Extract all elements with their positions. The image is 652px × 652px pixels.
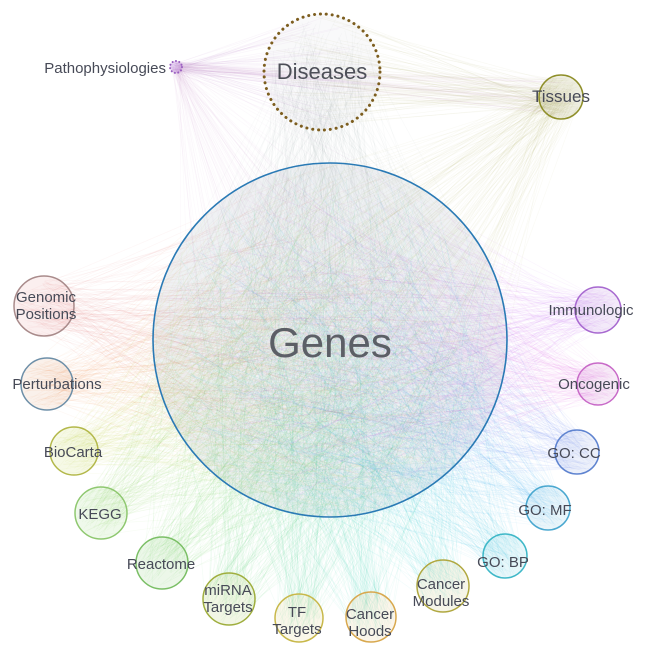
label-mirna_targets-line1: miRNA <box>204 582 252 599</box>
node-genomic_positions[interactable] <box>13 275 75 337</box>
node-mirna_targets[interactable] <box>202 572 256 626</box>
edge-bundle-genomic_positions-genes <box>16 165 503 508</box>
label-genomic_positions-line2: Positions <box>16 306 77 323</box>
label-cancer_hoods-line1: Cancer <box>346 606 394 623</box>
node-pathophysiologies[interactable] <box>169 60 183 74</box>
label-oncogenic: Oncogenic <box>558 376 630 393</box>
label-cancer_modules-line2: Modules <box>413 593 470 610</box>
node-diseases[interactable] <box>262 12 382 132</box>
node-cancer_modules[interactable] <box>416 559 470 613</box>
node-tissues[interactable] <box>538 74 584 120</box>
genes-circle-fill <box>153 163 507 517</box>
label-go_bp: GO: BP <box>477 554 529 571</box>
node-oncogenic[interactable] <box>576 362 620 406</box>
edge-bundle-tissues-genes <box>163 77 579 507</box>
edge-bundle-tf_targets-genes <box>156 172 507 638</box>
edge-bundle-biocarta-genes <box>52 166 486 509</box>
label-perturbations: Perturbations <box>12 376 101 393</box>
label-pathophysiologies: Pathophysiologies <box>44 60 166 77</box>
edge-bundle-tissues-diseases <box>270 14 579 125</box>
label-genes: Genes <box>268 319 392 366</box>
node-reactome[interactable] <box>135 536 189 590</box>
label-go_cc: GO: CC <box>547 445 601 462</box>
label-tf_targets-line2: Targets <box>272 621 321 638</box>
node-cancer_hoods[interactable] <box>345 591 397 643</box>
edge-bundle-cancer_modules-genes <box>153 176 487 609</box>
edge-bundle-cancer_hoods-genes <box>154 170 503 640</box>
edge-bundle-diseases-genes <box>162 18 504 518</box>
edge-bundle-reactome-genes <box>137 171 502 586</box>
node-immunologic[interactable] <box>574 286 622 334</box>
edge-bundle-go_cc-genes <box>158 168 595 494</box>
node-go_mf[interactable] <box>525 485 571 531</box>
node-perturbations[interactable] <box>20 357 74 411</box>
label-diseases: Diseases <box>277 59 367 84</box>
label-cancer_modules-line1: Cancer <box>417 576 465 593</box>
edge-bundle-pathophysiologies-genes <box>170 61 482 499</box>
label-reactome: Reactome <box>127 556 195 573</box>
edge-bundle-perturbations-genes <box>24 180 496 506</box>
label-cancer_hoods-line2: Hoods <box>348 623 391 640</box>
label-tf_targets-line1: TF <box>288 604 306 621</box>
edge-bundle-immunologic-genes <box>158 167 619 511</box>
label-immunologic: Immunologic <box>548 302 634 319</box>
edge-bundle-oncogenic-genes <box>163 166 617 503</box>
node-kegg[interactable] <box>74 486 128 540</box>
label-tissues: Tissues <box>532 87 590 106</box>
label-genomic_positions-line1: Genomic <box>16 289 77 306</box>
label-go_mf: GO: MF <box>518 502 571 519</box>
node-tf_targets[interactable] <box>274 593 324 643</box>
edge-bundle-go_bp-genes <box>155 166 525 577</box>
node-biocarta[interactable] <box>49 426 99 476</box>
edge-bundle-go_mf-genes <box>182 174 568 527</box>
node-genes[interactable] <box>152 162 508 518</box>
node-go_bp[interactable] <box>482 533 528 579</box>
edge-bundle-mirna_targets-genes <box>172 169 503 623</box>
label-mirna_targets-line2: Targets <box>203 599 252 616</box>
node-go_cc[interactable] <box>554 429 600 475</box>
label-kegg: KEGG <box>78 506 121 523</box>
label-biocarta: BioCarta <box>44 444 103 461</box>
